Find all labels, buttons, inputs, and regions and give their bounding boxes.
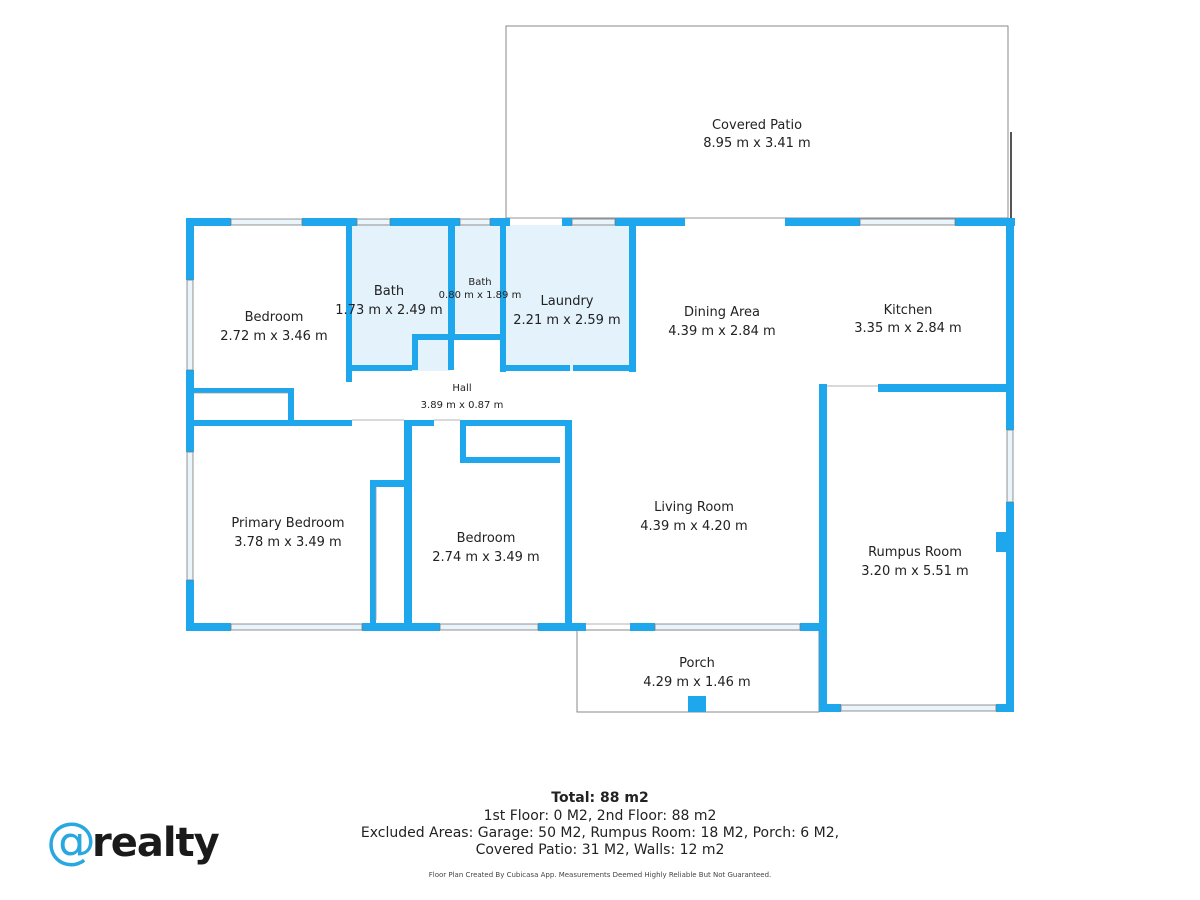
room-dims: 4.29 m x 1.46 m bbox=[643, 675, 750, 690]
room-name: Bath bbox=[468, 277, 491, 288]
room-dims: 3.78 m x 3.49 m bbox=[234, 535, 341, 550]
room-label-bedroom-mid: Bedroom 2.74 m x 3.49 m bbox=[432, 531, 539, 565]
room-dims: 3.35 m x 2.84 m bbox=[854, 321, 961, 336]
realty-logo: @ realty bbox=[46, 812, 220, 872]
room-dims: 2.21 m x 2.59 m bbox=[513, 313, 620, 328]
floor-areas: 1st Floor: 0 M2, 2nd Floor: 88 m2 bbox=[483, 808, 717, 824]
room-label-kitchen: Kitchen 3.35 m x 2.84 m bbox=[854, 303, 961, 336]
room-label-covered-patio: Covered Patio 8.95 m x 3.41 m bbox=[703, 118, 810, 151]
room-name: Covered Patio bbox=[712, 118, 802, 133]
windows bbox=[186, 218, 1014, 712]
room-dims: 4.39 m x 4.20 m bbox=[640, 519, 747, 534]
room-name: Bedroom bbox=[245, 310, 304, 325]
room-name: Porch bbox=[679, 656, 715, 671]
room-dims: 2.74 m x 3.49 m bbox=[432, 550, 539, 565]
room-name: Living Room bbox=[654, 500, 734, 515]
room-dims: 3.20 m x 5.51 m bbox=[861, 564, 968, 579]
room-name: Laundry bbox=[541, 294, 594, 309]
room-label-living: Living Room 4.39 m x 4.20 m bbox=[640, 500, 747, 534]
room-name: Rumpus Room bbox=[868, 545, 962, 560]
logo-wordmark: realty bbox=[92, 820, 220, 866]
room-dims: 0.80 m x 1.89 m bbox=[439, 290, 522, 301]
room-dims: 3.89 m x 0.87 m bbox=[421, 400, 504, 411]
room-dims: 2.72 m x 3.46 m bbox=[220, 329, 327, 344]
walls bbox=[186, 218, 1015, 712]
excluded-areas-continued: Covered Patio: 31 M2, Walls: 12 m2 bbox=[475, 842, 725, 858]
disclaimer: Floor Plan Created By Cubicasa App. Meas… bbox=[428, 871, 772, 879]
door-openings bbox=[194, 217, 878, 625]
floor-plan: Covered Patio 8.95 m x 3.41 m Bedroom 2.… bbox=[186, 25, 1015, 713]
room-name: Dining Area bbox=[684, 305, 760, 320]
room-label-porch: Porch 4.29 m x 1.46 m bbox=[643, 656, 750, 690]
room-label-bath: Bath 1.73 m x 2.49 m bbox=[335, 284, 442, 318]
room-label-laundry: Laundry 2.21 m x 2.59 m bbox=[513, 294, 620, 328]
room-name: Kitchen bbox=[884, 303, 933, 318]
covered-patio-area bbox=[505, 25, 1012, 219]
logo-at-symbol: @ bbox=[46, 812, 96, 870]
room-label-dining: Dining Area 4.39 m x 2.84 m bbox=[668, 305, 775, 339]
room-name: Hall bbox=[452, 383, 471, 394]
room-label-bedroom-nw: Bedroom 2.72 m x 3.46 m bbox=[220, 310, 327, 344]
wet-area-fills bbox=[350, 225, 633, 371]
total-area: Total: 88 m2 bbox=[551, 790, 649, 806]
room-dims: 4.39 m x 2.84 m bbox=[668, 324, 775, 339]
room-dims: 1.73 m x 2.49 m bbox=[335, 303, 442, 318]
room-dims: 8.95 m x 3.41 m bbox=[703, 136, 810, 151]
room-name: Bedroom bbox=[457, 531, 516, 546]
room-label-hall: Hall 3.89 m x 0.87 m bbox=[421, 383, 504, 411]
room-label-bath-small: Bath 0.80 m x 1.89 m bbox=[439, 277, 522, 301]
room-name: Bath bbox=[374, 284, 404, 299]
room-name: Primary Bedroom bbox=[231, 516, 344, 531]
room-label-primary-bedroom: Primary Bedroom 3.78 m x 3.49 m bbox=[231, 516, 344, 550]
excluded-areas: Excluded Areas: Garage: 50 M2, Rumpus Ro… bbox=[360, 825, 840, 841]
room-label-rumpus: Rumpus Room 3.20 m x 5.51 m bbox=[861, 545, 968, 579]
